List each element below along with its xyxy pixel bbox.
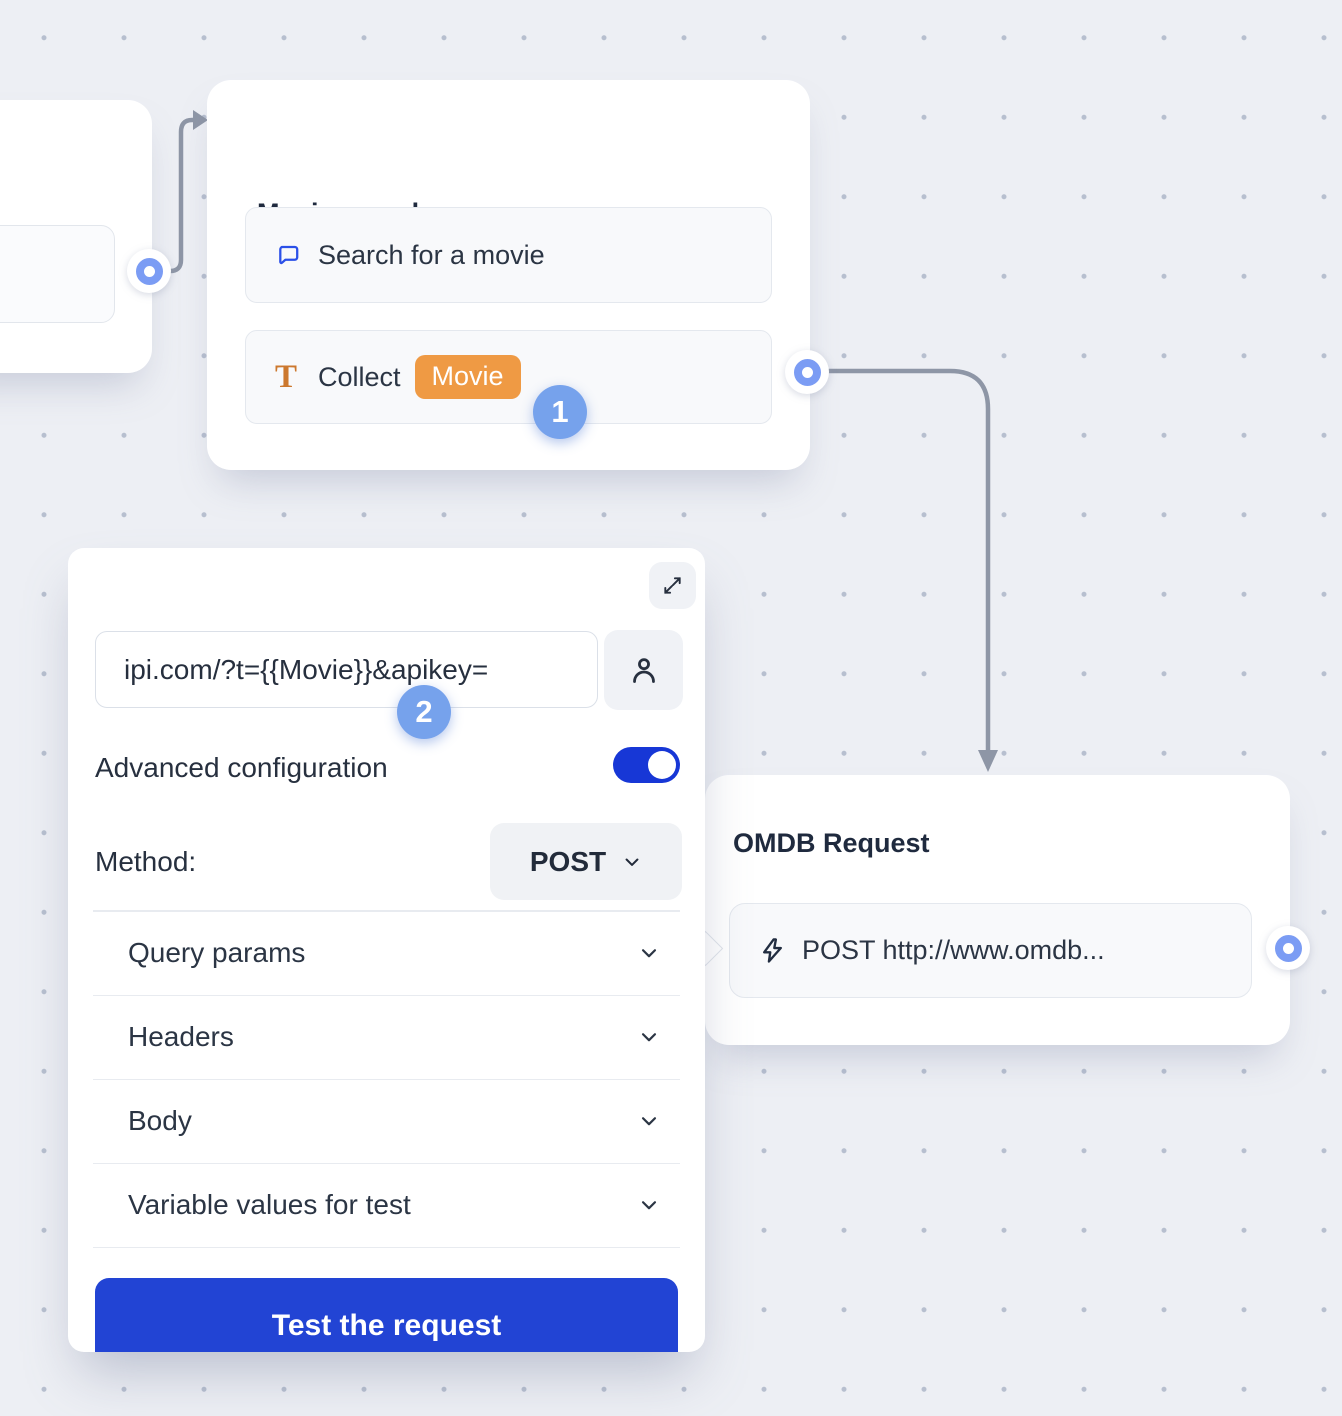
section-label: Query params	[128, 937, 306, 968]
connector-arrowhead-to-omdb-request	[978, 750, 998, 772]
assign-variable-button[interactable]	[604, 630, 683, 710]
step-annotation-1: 1	[533, 385, 587, 439]
section-headers[interactable]: Headers	[93, 996, 680, 1080]
person-icon	[632, 658, 655, 683]
text-collect-icon: T	[275, 358, 298, 395]
step-annotation-2: 2	[397, 685, 451, 739]
chevron-down-icon	[641, 949, 657, 958]
port-halo	[1266, 926, 1310, 970]
section-query-params[interactable]: Query params	[93, 912, 680, 996]
lightning-icon	[762, 938, 783, 963]
output-port-previous-node[interactable]	[135, 257, 163, 285]
send-message-block[interactable]: Search for a movie	[245, 207, 772, 303]
test-request-button[interactable]: Test the request	[95, 1278, 678, 1352]
method-select[interactable]: POST	[490, 823, 682, 900]
connector-line-to-movie-search	[157, 117, 196, 274]
section-label: Body	[128, 1105, 192, 1136]
port-halo	[127, 249, 171, 293]
send-message-label: Search for a movie	[318, 239, 545, 270]
movie-search-node[interactable]: Movie search Search for a movie T Collec…	[207, 80, 810, 470]
collect-label: Collect	[318, 361, 401, 392]
section-label: Headers	[128, 1021, 234, 1052]
variable-badge-movie[interactable]: Movie	[414, 355, 521, 399]
port-halo	[785, 350, 829, 394]
method-value: POST	[529, 845, 607, 877]
expand-icon	[664, 577, 681, 594]
chevron-down-icon	[641, 1033, 657, 1042]
chevron-down-icon	[641, 1201, 657, 1210]
webhook-block[interactable]: POST http://www.omdb...	[729, 903, 1252, 998]
webhook-config-panel: Advanced configuration Method: POST Quer…	[68, 548, 705, 1352]
divider	[93, 910, 680, 912]
connector-line-to-omdb-request	[817, 368, 991, 755]
advanced-configuration-toggle[interactable]	[613, 747, 680, 783]
advanced-configuration-label: Advanced configuration	[95, 752, 388, 783]
webhook-block-label: POST http://www.omdb...	[802, 935, 1105, 965]
collect-input-block[interactable]: T Collect Movie	[245, 330, 772, 424]
chevron-down-icon	[625, 858, 639, 866]
output-port-omdb-request[interactable]	[1274, 934, 1302, 962]
connector-arrowhead-to-movie-search	[193, 110, 208, 130]
output-port-movie-search[interactable]	[793, 358, 821, 386]
method-label: Method:	[95, 846, 197, 877]
chevron-down-icon	[641, 1117, 657, 1126]
toggle-knob	[648, 751, 676, 779]
omdb-request-node[interactable]: OMDB Request POST http://www.omdb...	[705, 775, 1290, 1045]
section-label: Variable values for test	[128, 1189, 411, 1220]
section-body[interactable]: Body	[93, 1080, 680, 1164]
section-variable-values[interactable]: Variable values for test	[93, 1164, 680, 1248]
expand-panel-button[interactable]	[649, 562, 696, 609]
chat-bubble-icon	[279, 245, 299, 265]
url-input[interactable]	[95, 631, 598, 708]
omdb-request-node-title: OMDB Request	[733, 828, 930, 858]
previous-node-row[interactable]	[0, 225, 115, 323]
previous-node-card[interactable]	[0, 100, 152, 373]
